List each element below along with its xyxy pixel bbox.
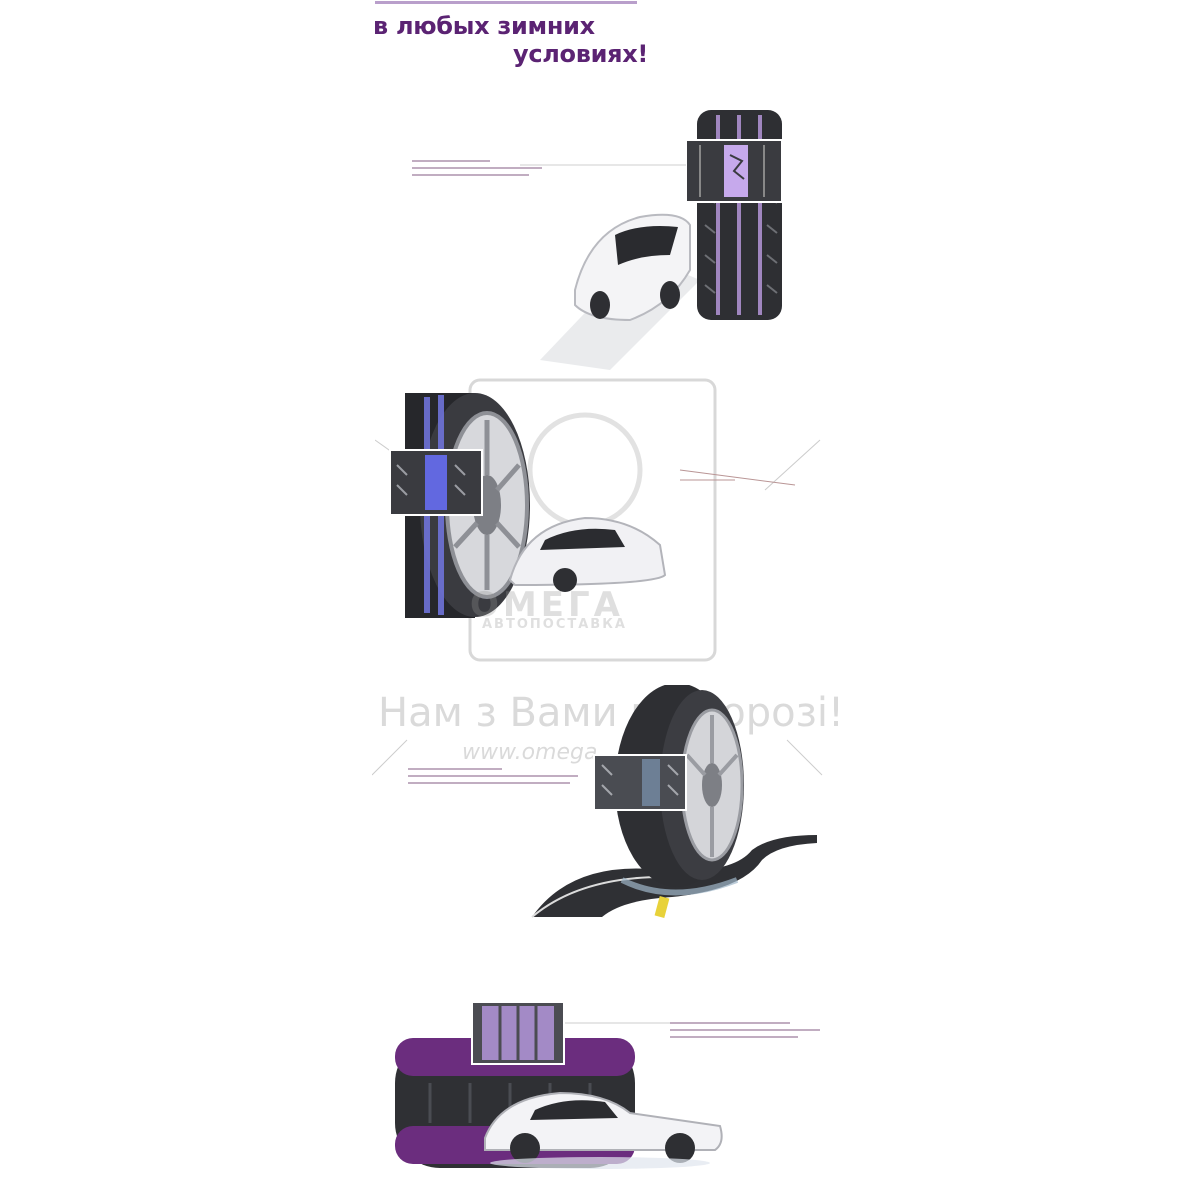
headline-line-1: в любых зимних — [373, 12, 595, 40]
tire-car-illustration-1 — [520, 110, 783, 370]
feature-description-3 — [408, 768, 578, 790]
watermark-logo-text: ОМЕГА — [470, 585, 624, 625]
feature-description-1 — [412, 160, 542, 182]
tire-tread-icon — [593, 754, 687, 811]
car-icon — [484, 1091, 723, 1169]
watermark-url: www.omega — [462, 740, 598, 765]
car-icon — [574, 213, 691, 322]
car-icon — [508, 516, 667, 592]
tire-car-illustration-4 — [395, 1001, 723, 1169]
headline-top-fine-print — [375, 0, 637, 6]
tire-car-illustration-2 — [375, 378, 821, 662]
watermark-logo-subtitle: АВТОПОСТАВКА — [482, 617, 627, 632]
headline-line-2: условиях! — [513, 40, 649, 68]
watermark-slogan: Нам з Вами по дорозі! — [378, 690, 845, 736]
feature-description-4 — [670, 1022, 820, 1044]
tire-road-illustration-3 — [372, 685, 823, 918]
